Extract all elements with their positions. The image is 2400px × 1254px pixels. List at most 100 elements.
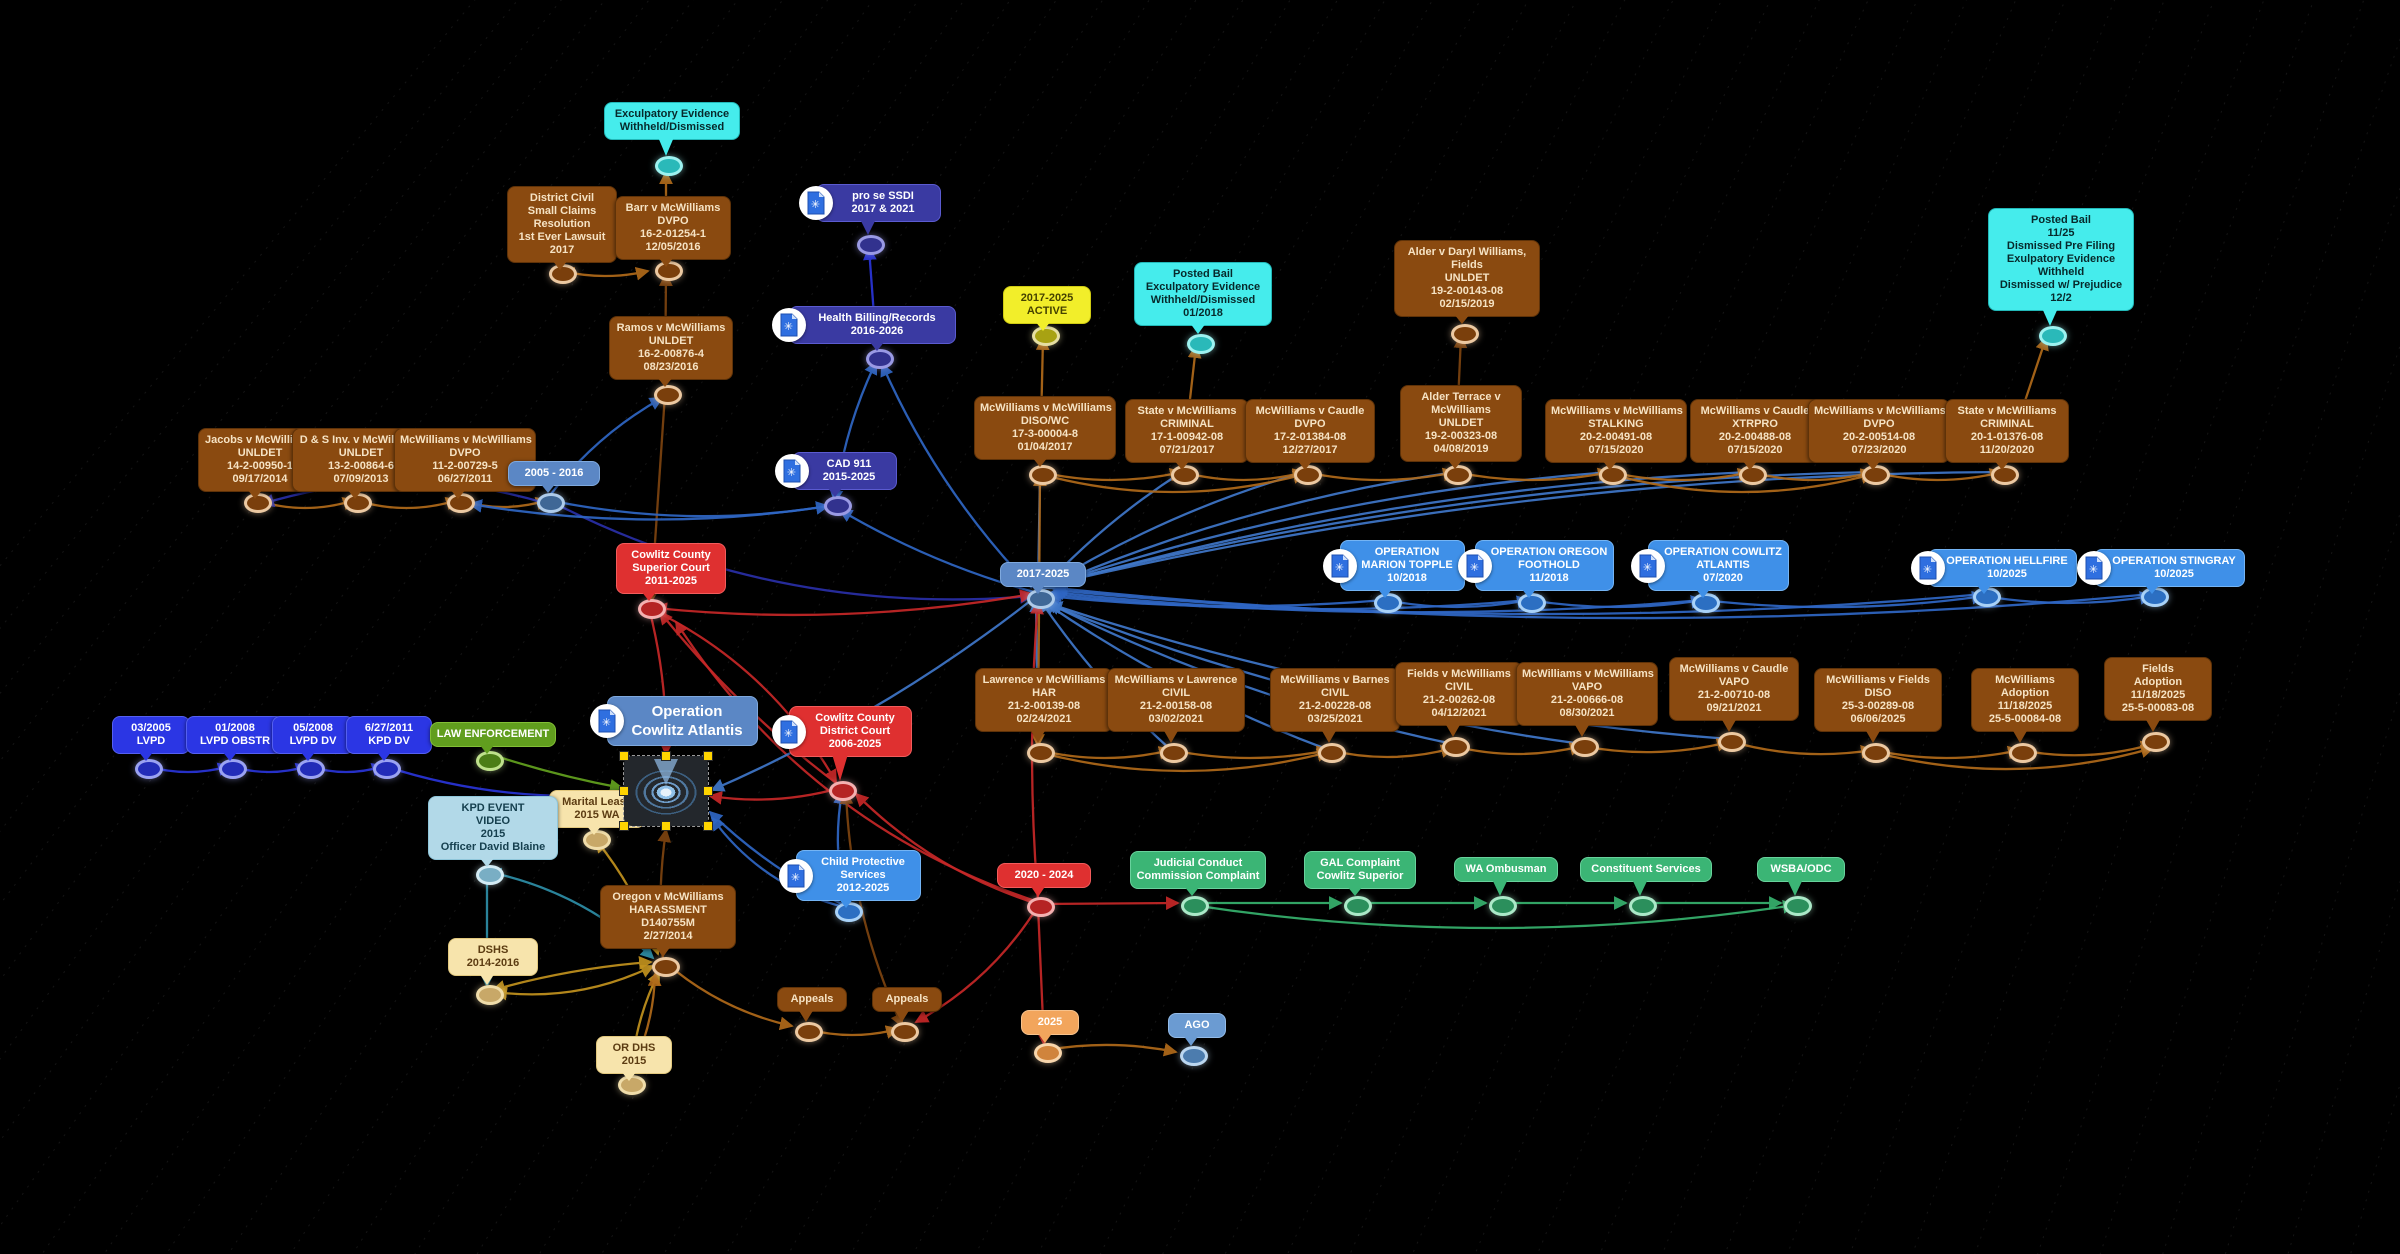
selection-handle-e[interactable] (703, 786, 713, 796)
anchor-law-enforcement[interactable] (476, 751, 504, 771)
anchor-judicial-conduct-commission-complaint[interactable] (1181, 896, 1209, 916)
anchor-lvpd-dv-2008[interactable] (297, 759, 325, 779)
anchor-alder-v-daryl-williams-fields[interactable] (1451, 324, 1479, 344)
vortex-image-selected[interactable] (623, 755, 709, 827)
anchor-lvpd-2005[interactable] (135, 759, 163, 779)
anchor-timeline-2005-2016[interactable] (537, 493, 565, 513)
anchor-oregon-v-mcwilliams[interactable] (652, 957, 680, 977)
node-ago[interactable]: AGO (1168, 1013, 1226, 1038)
anchor-mcwilliams-v-caudle-vapo[interactable] (1718, 732, 1746, 752)
anchor-dshs[interactable] (476, 985, 504, 1005)
anchor-cad-911[interactable] (824, 496, 852, 516)
anchor-appeals-2[interactable] (891, 1022, 919, 1042)
anchor-mcwilliams-v-fields-diso[interactable] (1862, 743, 1890, 763)
anchor-wa-ombusman[interactable] (1489, 896, 1517, 916)
anchor-kpd-event-video[interactable] (476, 865, 504, 885)
anchor-constituent-services[interactable] (1629, 896, 1657, 916)
anchor-mcwilliams-v-barnes-civil[interactable] (1318, 743, 1346, 763)
selection-handle-n[interactable] (661, 751, 671, 761)
anchor-lawrence-v-mcwilliams-har[interactable] (1027, 743, 1055, 763)
node-timeline-2005-2016[interactable]: 2005 - 2016 (508, 461, 600, 486)
anchor-exculpatory-evidence[interactable] (655, 156, 683, 176)
node-constituent-services[interactable]: Constituent Services (1580, 857, 1712, 882)
anchor-timeline-2025[interactable] (1034, 1043, 1062, 1063)
anchor-mcwilliams-v-mcwilliams-diso-wc[interactable] (1029, 465, 1057, 485)
anchor-cowlitz-county-district-court[interactable] (829, 781, 857, 801)
node-law-enforcement[interactable]: LAW ENFORCEMENT (430, 722, 556, 747)
anchor-mcwilliams-v-lawrence-civil[interactable] (1160, 743, 1188, 763)
selection-handle-nw[interactable] (619, 751, 629, 761)
anchor-ago[interactable] (1180, 1046, 1208, 1066)
anchor-posted-bail-2025[interactable] (2039, 326, 2067, 346)
selection-handle-ne[interactable] (703, 751, 713, 761)
anchor-mcwilliams-v-mcwilliams-vapo[interactable] (1571, 737, 1599, 757)
node-wsba-odc[interactable]: WSBA/ODC (1757, 857, 1845, 882)
anchor-lvpd-obstr-2008[interactable] (219, 759, 247, 779)
anchor-fields-adoption[interactable] (2142, 732, 2170, 752)
anchor-appeals-1[interactable] (795, 1022, 823, 1042)
anchor-posted-bail-2018[interactable] (1187, 334, 1215, 354)
anchor-gal-complaint-cowlitz-superior[interactable] (1344, 896, 1372, 916)
anchor-pro-se-ssdi[interactable] (857, 235, 885, 255)
node-appeals-1[interactable]: Appeals (777, 987, 847, 1012)
selection-handle-w[interactable] (619, 786, 629, 796)
anchor-fields-v-mcwilliams-civil[interactable] (1442, 737, 1470, 757)
selection-handle-sw[interactable] (619, 821, 629, 831)
anchor-health-billing-records[interactable] (866, 349, 894, 369)
anchor-mcwilliams-adoption[interactable] (2009, 743, 2037, 763)
anchor-kpd-dv-2011[interactable] (373, 759, 401, 779)
anchor-wsba-odc[interactable] (1784, 896, 1812, 916)
anchor-timeline-2020-2024[interactable] (1027, 897, 1055, 917)
anchor-cowlitz-county-superior-court[interactable] (638, 599, 666, 619)
anchor-ramos-v-mcwilliams[interactable] (654, 385, 682, 405)
selection-handle-se[interactable] (703, 821, 713, 831)
